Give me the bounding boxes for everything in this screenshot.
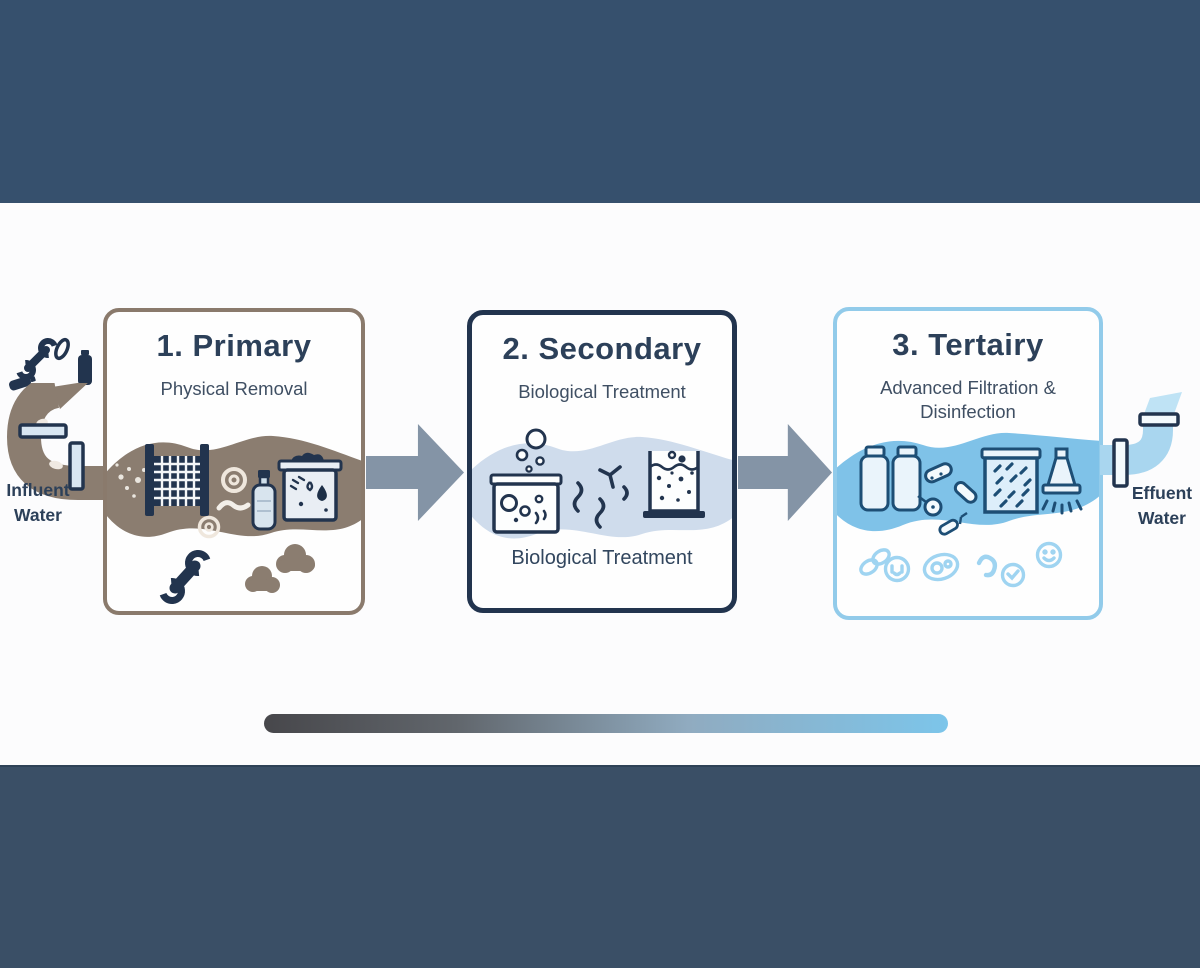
pipe-flange [1138,412,1180,427]
pipe-flange [1112,438,1129,488]
effluent-water-label: Effuent Water [1124,481,1200,532]
bubble-ring-icon [197,515,221,539]
stage-title-tertiary: 3. Tertairy [892,327,1044,362]
bar-screen-icon [145,444,209,516]
filter-cartridges-icon [859,445,922,512]
stage-title-primary: 1. Primary [156,328,312,363]
stage-card-tertiary: 3. Tertairy Advanced Filtration & Disinf… [833,307,1103,620]
pipe-flange [68,441,85,491]
wrench-icon [16,338,58,380]
secondary-illustration [472,428,732,539]
stage-card-primary: 1. Primary Physical Removal [103,308,365,615]
pathogens-icon [917,462,978,536]
top-banner [0,0,1200,203]
floating-twig [216,500,251,511]
sludge-clump-icon [245,566,280,593]
sludge-clump-icon [276,544,315,573]
treatment-progress-gradient-bar [264,714,948,733]
stage-subtitle-tertiary: Advanced Filtration & Disinfection [880,377,1056,423]
wrench-icon [159,550,211,604]
rope-loop-icon [54,337,70,361]
influent-pipe-icon [6,383,112,500]
bubble-ring-icon [221,467,247,493]
effluent-pipe-icon [1100,392,1182,488]
stage-subtitle-primary: Physical Removal [160,378,308,399]
bottle-icon [78,350,92,385]
primary-illustration [107,435,361,604]
tertiary-illustration [837,432,1099,588]
uv-disinfection-lamp-icon [1041,447,1083,515]
stage-subtitle-secondary: Biological Treatment [518,381,686,402]
flow-arrow-1 [366,424,464,521]
effluent-line1: Effuent [1131,483,1193,503]
effluent-line2: Water [1138,508,1186,529]
influent-line1: Influent [6,480,70,500]
pipe-flange [18,423,68,439]
microbes-icon [572,465,629,529]
air-bubbles-icon [515,428,547,473]
neutralized-microbes-icon [859,541,1063,588]
plastic-bottle-icon [251,470,277,531]
influent-line2: Water [14,505,62,526]
trash-bin-icon [277,452,343,522]
stage-card-secondary: 2. Secondary Biological Treatment Biolog… [467,310,737,613]
stage-caption-secondary: Biological Treatment [511,547,693,569]
small-bottle-icon [9,376,36,391]
influent-debris-icons [9,337,92,391]
influent-water-label: Influent Water [0,478,76,529]
stage-title-secondary: 2. Secondary [502,331,702,366]
membrane-filter-icon [980,447,1042,514]
flow-arrow-2 [738,424,832,521]
settling-tank-icon [643,450,705,518]
bottom-banner [0,765,1200,968]
aeration-tank-icon [489,473,563,534]
